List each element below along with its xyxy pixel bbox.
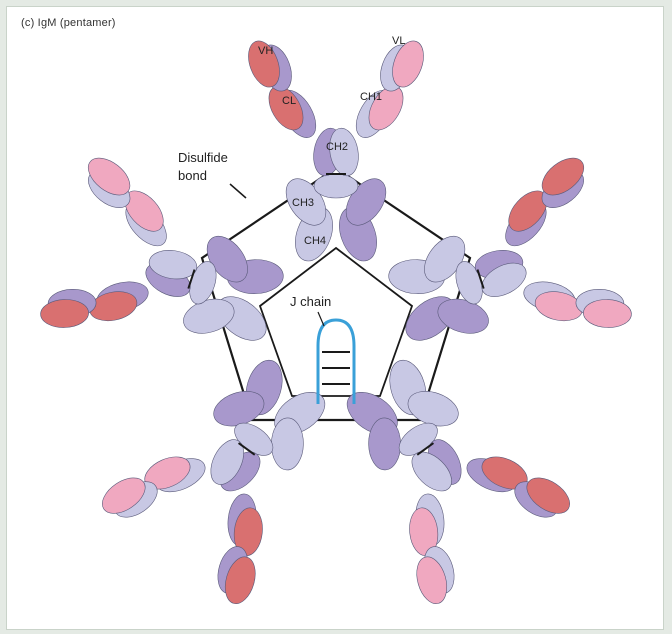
- igm-monomer-1: [248, 40, 424, 262]
- vl-domain: [416, 556, 448, 604]
- vl-domain: [526, 477, 570, 514]
- igm-monomer-3: [346, 359, 570, 604]
- igm-monomer-2: [388, 157, 632, 341]
- disulfide-bond-inner-ring: [258, 246, 414, 397]
- ch2-domain-label: CH2: [326, 141, 348, 153]
- vl-domain: [224, 556, 256, 604]
- ch2-domain: [411, 451, 452, 492]
- vl-domain: [583, 299, 632, 328]
- ch4-domain-label: CH4: [304, 235, 326, 247]
- ch2-domain: [148, 250, 198, 280]
- vl-domain: [392, 40, 424, 88]
- interchain-disulfide: [187, 269, 196, 289]
- cl-domain-label: CL: [282, 95, 296, 107]
- disulfide-label-line1: Disulfide: [178, 150, 228, 165]
- j-chain: [316, 318, 356, 404]
- ch3-domain-label: CH3: [292, 197, 314, 209]
- vl-domain: [87, 157, 131, 196]
- ch2-domain: [481, 262, 527, 297]
- disulfide-pointer: [229, 183, 247, 199]
- vl-domain-label: VL: [392, 35, 405, 47]
- vl-domain: [102, 477, 146, 514]
- j-chain-pointer: [317, 311, 325, 327]
- ch2-domain: [329, 127, 359, 177]
- ch2-domain: [210, 439, 244, 485]
- ch3-domain: [313, 173, 359, 199]
- interchain-disulfide: [416, 442, 435, 456]
- disulfide-label-line2: bond: [178, 168, 207, 183]
- ch1-domain-label: CH1: [360, 91, 382, 103]
- j-chain-label: J chain: [290, 294, 331, 309]
- vl-domain: [541, 157, 585, 196]
- igm-monomer-4: [102, 359, 326, 604]
- interchain-disulfide: [476, 269, 485, 289]
- vl-domain: [248, 40, 280, 88]
- disulfide-bond-outer-ring: [200, 166, 472, 422]
- interchain-disulfide: [237, 442, 256, 456]
- vh-domain-label: VH: [258, 45, 273, 57]
- vl-domain: [40, 299, 89, 328]
- figure-caption: (c) IgM (pentamer): [21, 17, 116, 29]
- igm-monomer-5: [40, 157, 284, 341]
